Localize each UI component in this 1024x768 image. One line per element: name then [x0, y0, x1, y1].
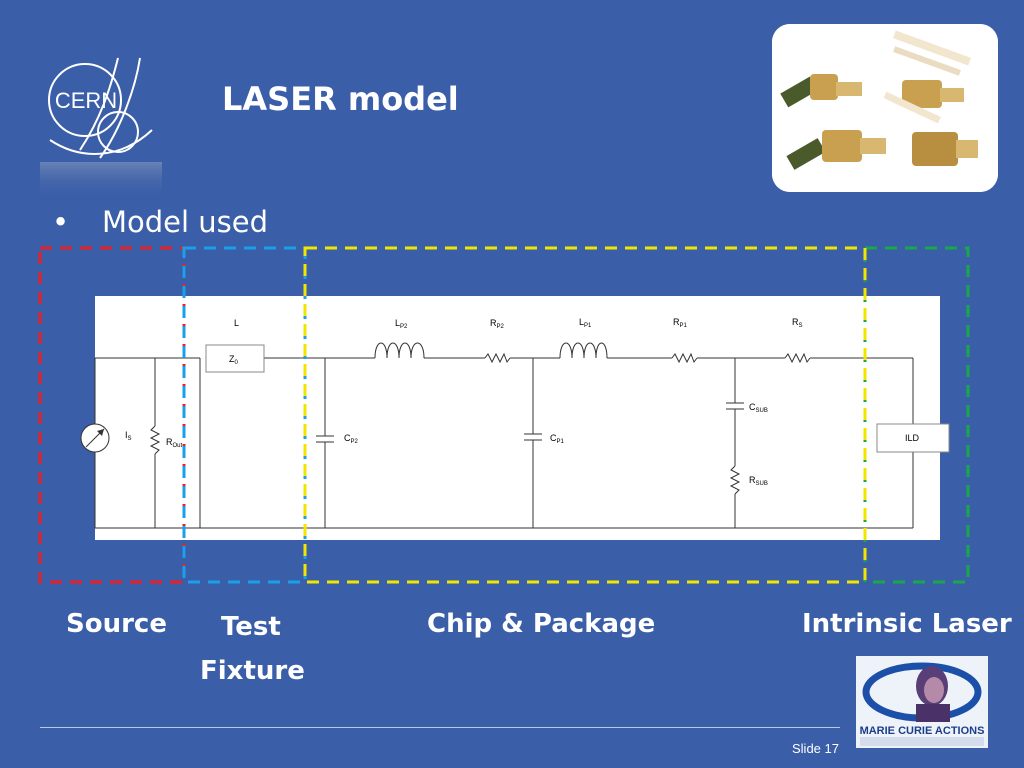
schematic-background	[95, 296, 940, 540]
label-rp1: RP1	[673, 317, 688, 329]
label-is: IS	[125, 430, 132, 442]
resistor-rp1-icon	[671, 352, 698, 364]
cern-logo-text: CERN	[55, 88, 117, 113]
inductor-lp2-icon	[374, 342, 425, 359]
cern-logo-graphic: CERN	[40, 57, 162, 200]
test-fixture-section-box	[182, 246, 307, 584]
label-rp2: RP2	[490, 318, 505, 330]
slide-number: Slide 17	[792, 741, 839, 756]
current-source-icon	[80, 423, 110, 453]
marie-curie-logo: MARIE CURIE ACTIONS	[856, 656, 988, 748]
bullet-marker: •	[52, 205, 70, 239]
resistor-rout-icon	[149, 425, 161, 455]
portrait-icon	[916, 666, 950, 722]
chip-package-section-box	[303, 246, 867, 584]
ild-block	[876, 423, 950, 453]
label-source: Source	[66, 609, 167, 639]
label-test-fixture-line2: Fixture	[200, 656, 305, 686]
label-lp1: LP1	[579, 317, 592, 329]
label-intrinsic-laser: Intrinsic Laser	[802, 609, 1012, 639]
label-lp2: LP2	[395, 318, 408, 330]
resistor-rp2-icon	[484, 352, 511, 364]
label-rsub: RSUB	[749, 475, 768, 487]
page-title: LASER model	[222, 80, 459, 118]
laser-diode-image	[772, 24, 998, 192]
laser-diode-icon	[780, 30, 978, 170]
inductor-lp1-icon	[559, 342, 608, 359]
label-cp1: CP1	[550, 433, 565, 445]
resistor-rs-icon	[784, 352, 811, 364]
footer-divider	[40, 727, 840, 728]
marie-curie-logo-graphic: MARIE CURIE ACTIONS	[856, 656, 988, 748]
resistor-rsub-icon	[729, 465, 741, 495]
label-l: L	[234, 318, 239, 328]
label-chip-package: Chip & Package	[427, 609, 656, 639]
cern-accelerator-icon	[79, 57, 119, 151]
cern-ring-icon	[48, 63, 122, 137]
marie-curie-reflection	[860, 737, 984, 746]
z0-transmission-line-block	[205, 344, 265, 373]
cern-logo-reflection	[40, 162, 162, 200]
label-rs: RS	[792, 317, 803, 329]
source-section-box	[38, 246, 186, 584]
label-cp2: CP2	[344, 433, 359, 445]
label-csub: CSUB	[749, 402, 768, 414]
cern-logo: CERN	[40, 50, 162, 200]
intrinsic-laser-section-box	[863, 246, 970, 584]
bullet-text: Model used	[102, 205, 269, 239]
label-ild: ILD	[905, 433, 920, 443]
marie-curie-text: MARIE CURIE ACTIONS	[860, 725, 985, 737]
label-z0: Z0	[229, 354, 239, 366]
laser-diode-photo	[772, 24, 998, 192]
label-test-fixture-line1: Test	[221, 612, 281, 642]
label-rout: ROut	[166, 437, 183, 449]
